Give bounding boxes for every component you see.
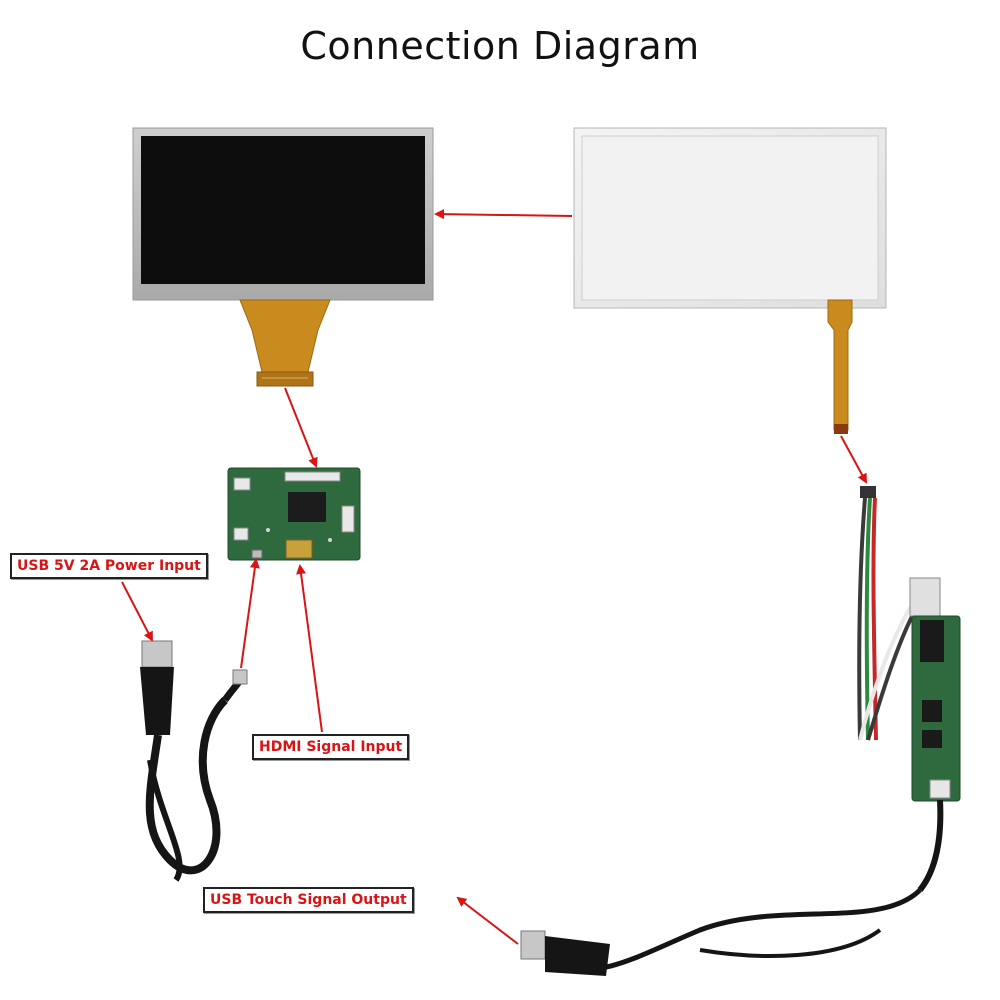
lcd-panel xyxy=(132,127,434,387)
arrow-touch-fpc-to-connector xyxy=(840,435,867,484)
touch-controller xyxy=(857,486,961,892)
hdmi-driver-board xyxy=(227,467,361,561)
arrow-hdmi-label-to-board xyxy=(296,564,323,733)
usb-power-cable xyxy=(140,640,248,882)
usb-touch-signal-output-label: USB Touch Signal Output xyxy=(203,887,414,913)
hdmi-signal-input-label: HDMI Signal Input xyxy=(252,734,410,760)
usb-touch-cable xyxy=(520,888,922,976)
arrow-usb-power-label xyxy=(121,581,153,642)
arrow-touch-to-lcd xyxy=(434,209,573,220)
diagram-title: Connection Diagram xyxy=(300,24,700,68)
connection-arrows xyxy=(121,209,867,945)
touch-panel xyxy=(573,127,887,434)
arrow-usb-touch-label xyxy=(456,896,519,945)
usb-power-input-label: USB 5V 2A Power Input xyxy=(10,553,208,579)
arrow-power-cable-to-board xyxy=(240,558,260,669)
arrow-lcd-to-board xyxy=(284,387,318,468)
